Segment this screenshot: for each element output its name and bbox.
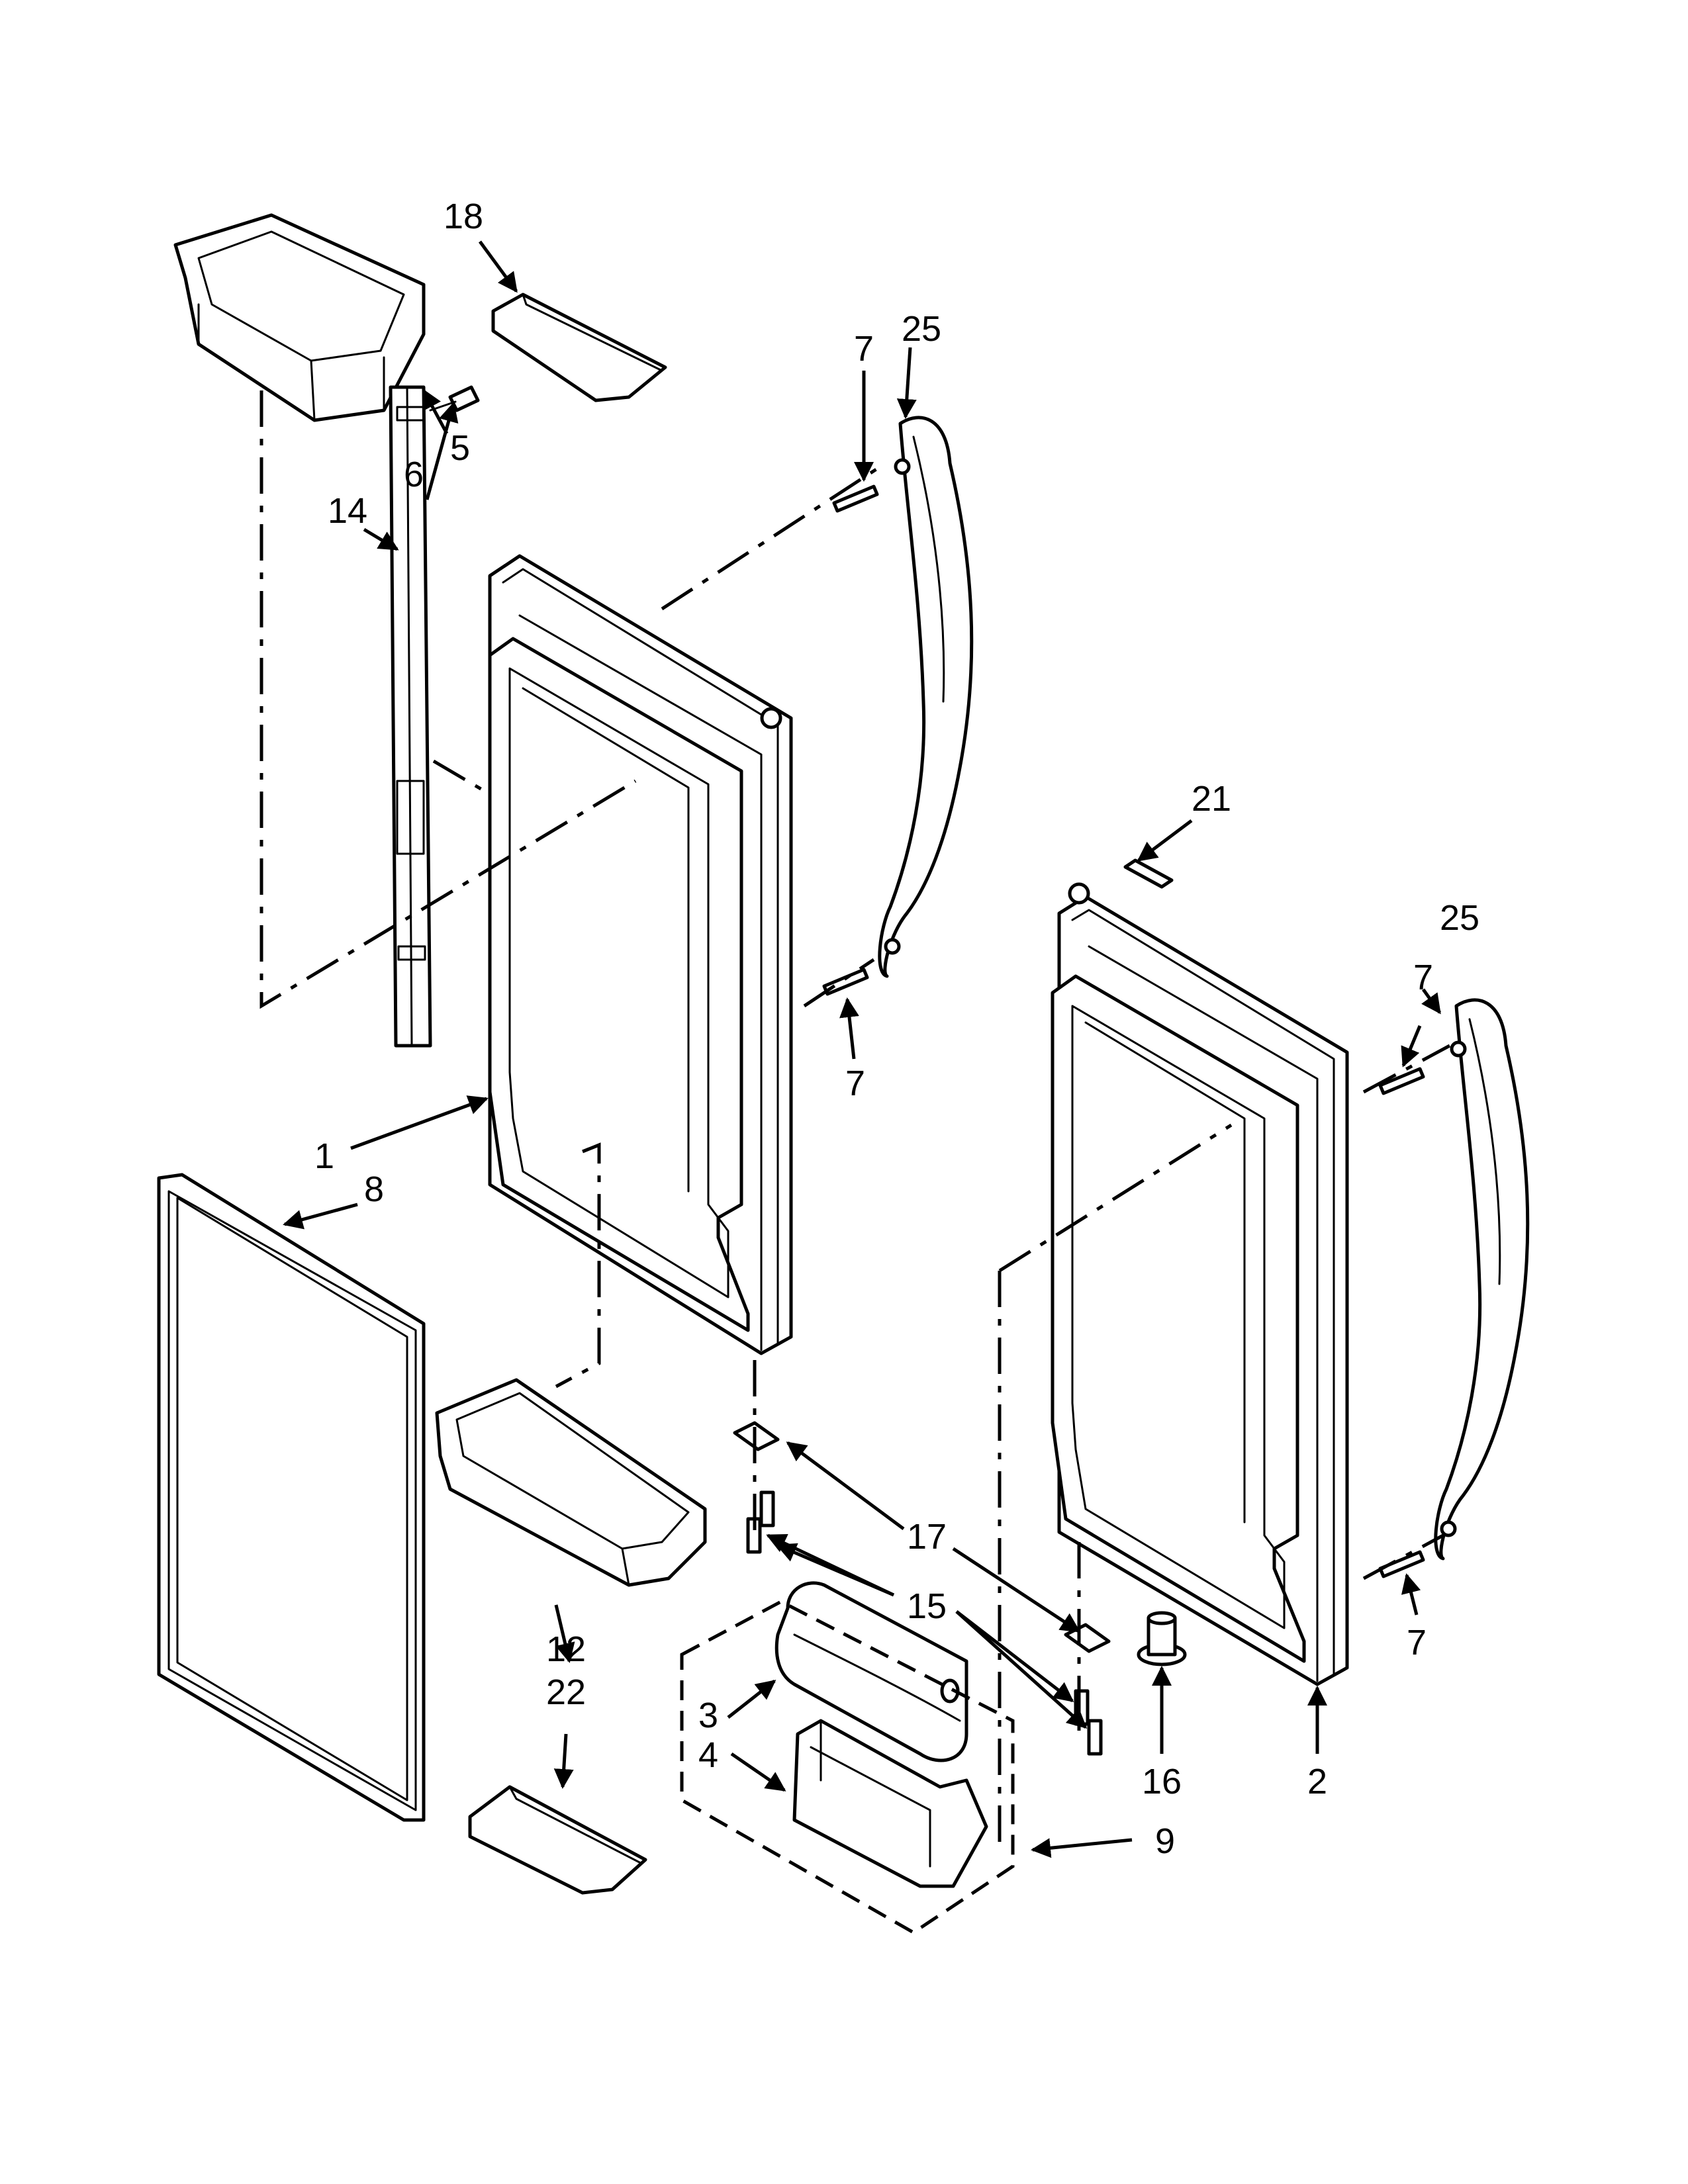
callout-7-upper-top: 7 [854, 329, 874, 369]
callout-25-upper: 25 [902, 309, 941, 349]
screw-7-d [1378, 1550, 1425, 1578]
bin-cover-18 [491, 293, 667, 402]
housing-3 [774, 1581, 968, 1762]
center-hinge-strip-14 [389, 385, 432, 1048]
callout-16: 16 [1142, 1762, 1182, 1801]
callout-1: 1 [314, 1136, 334, 1176]
door-closure-cam-16 [1137, 1611, 1187, 1666]
screw-15-a [759, 1490, 775, 1527]
door-bin-lower-12 [435, 1378, 707, 1587]
left-door-1 [488, 554, 793, 1355]
callout-22: 22 [546, 1672, 586, 1712]
handle-25-lower [1434, 998, 1530, 1561]
handle-25-upper [878, 416, 974, 978]
callout-25-lower: 25 [1440, 898, 1479, 938]
assembly-lines [259, 390, 1451, 1934]
callout-15: 15 [907, 1586, 947, 1626]
callout-7-upper-bottom: 7 [845, 1064, 865, 1103]
callout-7-lower-bottom: 7 [1407, 1623, 1427, 1662]
callout-12: 12 [546, 1629, 586, 1669]
callout-2: 2 [1307, 1762, 1327, 1801]
callout-labels: 18 5 25 7 6 14 7 21 25 7 1 8 17 15 12 22… [314, 197, 1479, 1861]
callout-7-lower-top: 7 [1413, 958, 1433, 997]
callout-9: 9 [1155, 1821, 1175, 1861]
callout-17: 17 [907, 1517, 947, 1557]
leader-arrows [283, 240, 1442, 1858]
tab-21 [1123, 858, 1174, 889]
callout-3: 3 [698, 1696, 718, 1735]
screw-7-c [1378, 1067, 1425, 1095]
screw-15-d [1087, 1719, 1103, 1756]
callout-5: 5 [450, 428, 470, 468]
callout-6: 6 [404, 455, 424, 494]
door-bin-top-left [173, 213, 426, 422]
right-door-2 [1051, 882, 1349, 1686]
callout-18: 18 [444, 197, 483, 236]
bin-cover-22 [468, 1785, 647, 1895]
callout-4: 4 [698, 1735, 718, 1775]
dispenser-bin-4 [792, 1719, 988, 1888]
screw-7-a [832, 484, 879, 513]
callout-14: 14 [328, 491, 367, 531]
door-gasket-8 [157, 1173, 426, 1822]
callout-21: 21 [1192, 779, 1231, 819]
callout-8: 8 [364, 1169, 384, 1209]
